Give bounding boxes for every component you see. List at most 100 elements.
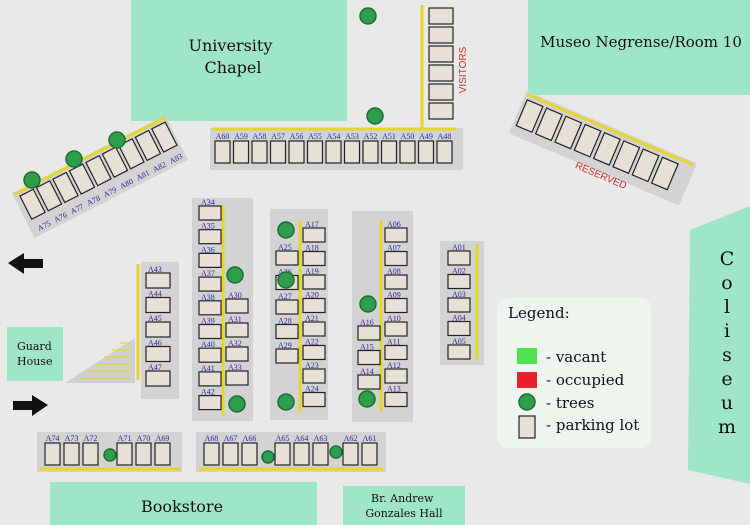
legend-parking-label: - parking lot [546, 416, 639, 434]
parking-slot [225, 370, 249, 386]
parking-slot [384, 227, 408, 243]
legend-title: Legend: [508, 304, 570, 322]
parking-label: A30 [228, 291, 242, 300]
parking-label: A08 [387, 267, 401, 276]
parking-slot [44, 442, 61, 466]
tree-icon [366, 107, 384, 125]
parking-slot [274, 442, 291, 466]
parking-label: A61 [363, 434, 377, 443]
parking-slot [145, 345, 171, 363]
ramp-area [65, 338, 135, 383]
parking-label: A60 [216, 132, 230, 141]
ramp-lines [80, 342, 132, 379]
parking-label: A24 [305, 385, 319, 394]
legend-trees-label: - trees [546, 394, 595, 412]
parking-slot [52, 171, 79, 204]
parking-label: A13 [387, 385, 401, 394]
parking-slot [19, 188, 46, 221]
parking-slot [357, 374, 381, 390]
parking-slot [198, 395, 222, 411]
parking-slot [63, 442, 80, 466]
parking-slot [134, 129, 162, 162]
parking-slot [116, 442, 133, 466]
parking-slot [203, 442, 220, 466]
parking-label: A44 [148, 290, 162, 299]
parking-slot [357, 325, 381, 341]
parking-slot [154, 442, 171, 466]
legend-occupied-label: - occupied [546, 371, 625, 389]
parking-label: A15 [360, 343, 374, 352]
parking-label: A20 [305, 291, 319, 300]
parking-slot [384, 321, 408, 337]
parking-slot [384, 391, 408, 408]
parking-label: A02 [452, 267, 466, 276]
parking-slot [198, 371, 222, 387]
parking-slot [275, 348, 299, 364]
parking-label: A45 [148, 314, 162, 323]
parking-label: A41 [201, 364, 215, 373]
parking-label: A73 [65, 434, 79, 443]
parking-label: A07 [387, 244, 401, 253]
chapel-line2: Chapel [205, 58, 262, 77]
visitors-label: VISITORS [458, 46, 469, 93]
parking-slot [251, 140, 268, 164]
parking-slot [145, 272, 171, 289]
parking-label: A10 [387, 314, 401, 323]
parking-label: A53 [345, 132, 359, 141]
tree-icon [277, 271, 295, 289]
parking-slot [225, 322, 249, 338]
parking-label: A67 [224, 434, 238, 443]
parking-label: A66 [243, 434, 257, 443]
legend-vacant-swatch [517, 348, 537, 364]
tree-icon [261, 450, 275, 464]
parking-label: A21 [305, 314, 319, 323]
parking-slot [101, 146, 129, 179]
parking-label: A62 [344, 434, 358, 443]
legend-slot-icon [518, 415, 536, 439]
parking-label: A71 [118, 434, 132, 443]
parking-slot [447, 250, 471, 266]
parking-label: A17 [305, 220, 319, 229]
parking-label: A12 [387, 361, 401, 370]
parking-label: A55 [308, 132, 322, 141]
reserved-zone: RESERVED [508, 90, 697, 206]
parking-slot [150, 121, 178, 153]
parking-slot [222, 442, 239, 466]
parking-slot [198, 229, 222, 245]
museo-negrense-building [528, 0, 750, 95]
parking-label: A33 [228, 363, 242, 372]
parking-slot [302, 227, 326, 243]
bookstore-building [50, 482, 317, 525]
parking-label: A37 [201, 269, 215, 278]
parking-slot [145, 370, 171, 387]
parking-slot [447, 273, 471, 290]
coliseum-building [688, 206, 750, 484]
parking-label: A09 [387, 291, 401, 300]
parking-label: A27 [278, 292, 292, 301]
parking-label: A31 [228, 315, 242, 324]
parking-slot [447, 320, 471, 337]
parking-slot [275, 250, 299, 266]
parking-label: A34 [201, 198, 215, 207]
parking-slot [198, 205, 222, 221]
legend-vacant-label: - vacant [546, 348, 606, 366]
parking-label: A47 [148, 363, 162, 372]
parking-label: A42 [201, 388, 215, 397]
parking-slot [302, 297, 326, 314]
parking-slot [384, 344, 408, 361]
tree-icon [358, 390, 376, 408]
parking-slot [275, 323, 299, 340]
parking-label: A01 [452, 243, 466, 252]
parking-label: A70 [137, 434, 151, 443]
parking-slot [225, 346, 249, 362]
university-chapel-label: University Chapel [189, 36, 278, 77]
parking-label: A51 [382, 132, 396, 141]
